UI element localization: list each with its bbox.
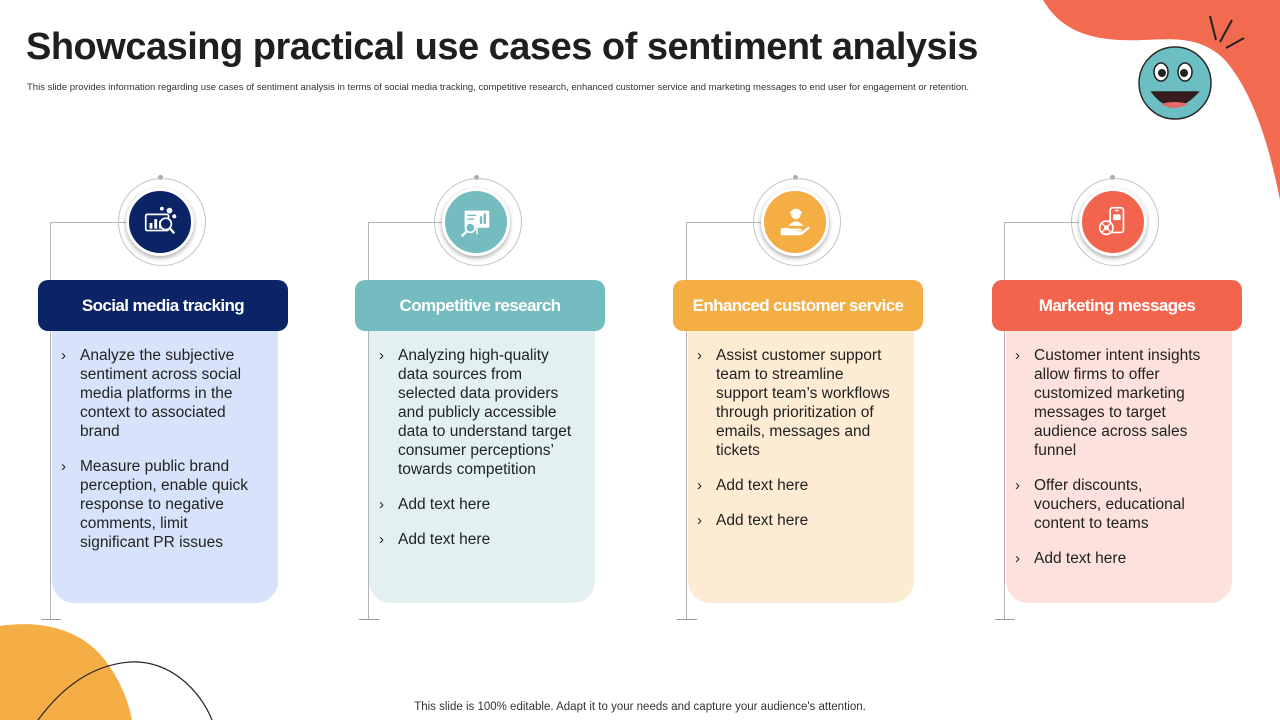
list-item: ›Customer intent insights allow firms to… <box>1015 347 1201 459</box>
connector-line <box>50 222 51 619</box>
connector-line <box>1004 222 1005 619</box>
mobile-marketing-icon <box>1079 188 1147 256</box>
list-item: ›Add text here <box>379 496 491 513</box>
list-item: ›Measure public brand perception, enable… <box>61 458 249 551</box>
page-title: Showcasing practical use cases of sentim… <box>26 26 978 68</box>
card-header: Competitive research <box>355 280 605 331</box>
connector-line <box>50 222 130 223</box>
chevron-right-icon: › <box>1015 347 1020 364</box>
list-item: ›Offer discounts, vouchers, educational … <box>1015 477 1185 532</box>
bullet-list: ›Analyzing high-quality data sources fro… <box>379 346 575 565</box>
analytics-icon <box>126 188 194 256</box>
connector-line <box>686 222 687 619</box>
use-case-card <box>369 330 595 603</box>
connector-foot <box>359 619 379 620</box>
list-item: ›Add text here <box>697 512 809 529</box>
icon-ring <box>434 178 522 266</box>
list-item: ›Assist customer support team to streaml… <box>697 347 890 459</box>
connector-foot <box>41 619 61 620</box>
chevron-right-icon: › <box>379 531 384 548</box>
smiley-face-icon <box>1136 15 1245 124</box>
list-item: ›Add text here <box>697 477 809 494</box>
chevron-right-icon: › <box>697 477 702 494</box>
use-case-card <box>52 330 278 603</box>
chevron-right-icon: › <box>379 496 384 513</box>
bullet-list: ›Customer intent insights allow firms to… <box>1015 346 1211 584</box>
chevron-right-icon: › <box>697 512 702 529</box>
connector-line <box>1004 222 1084 223</box>
list-item: ›Analyze the subjective sentiment across… <box>61 347 242 440</box>
card-header: Enhanced customer service <box>673 280 923 331</box>
use-case-card <box>688 330 914 603</box>
connector-foot <box>995 619 1015 620</box>
chevron-right-icon: › <box>379 347 384 364</box>
icon-ring <box>1071 178 1159 266</box>
chevron-right-icon: › <box>61 347 66 364</box>
connector-line <box>368 222 448 223</box>
chevron-right-icon: › <box>1015 477 1020 494</box>
connector-line <box>686 222 766 223</box>
use-case-card <box>1006 330 1232 603</box>
ring-dot <box>793 175 798 180</box>
presentation-icon <box>442 188 510 256</box>
list-item: ›Add text here <box>379 531 491 548</box>
card-header: Social media tracking <box>38 280 288 331</box>
page-subtitle: This slide provides information regardin… <box>27 82 970 93</box>
connector-foot <box>677 619 697 620</box>
ring-dot <box>158 175 163 180</box>
connector-line <box>368 222 369 619</box>
card-header: Marketing messages <box>992 280 1242 331</box>
list-item: ›Add text here <box>1015 550 1127 567</box>
footer-note: This slide is 100% editable. Adapt it to… <box>414 701 866 713</box>
chevron-right-icon: › <box>697 347 702 364</box>
bullet-list: ›Analyze the subjective sentiment across… <box>61 346 257 568</box>
chevron-right-icon: › <box>1015 550 1020 567</box>
icon-ring <box>118 178 206 266</box>
bullet-list: ›Assist customer support team to streaml… <box>697 346 893 546</box>
customer-support-icon <box>761 188 829 256</box>
ring-dot <box>1110 175 1115 180</box>
ring-dot <box>474 175 479 180</box>
chevron-right-icon: › <box>61 458 66 475</box>
icon-ring <box>753 178 841 266</box>
list-item: ›Analyzing high-quality data sources fro… <box>379 347 572 478</box>
